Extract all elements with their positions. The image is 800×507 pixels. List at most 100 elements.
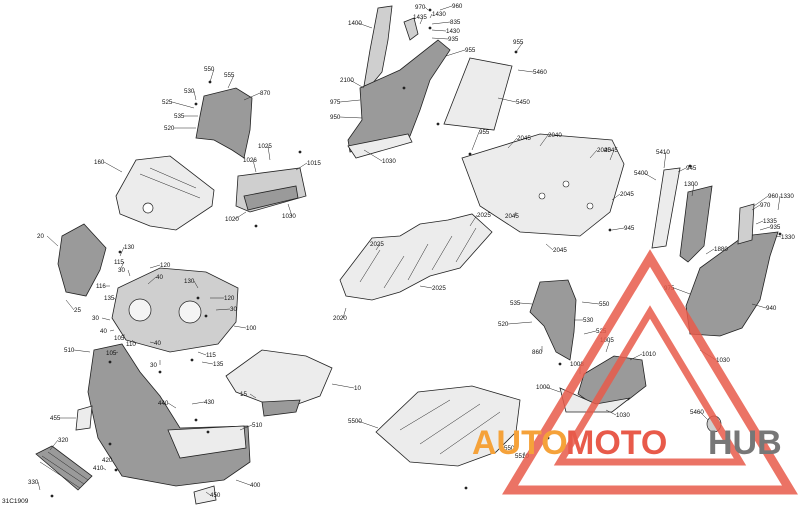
leader-line (431, 21, 451, 25)
leader-line (753, 195, 769, 207)
leader-line (357, 420, 379, 429)
callout-label: 30 (92, 315, 99, 322)
callout-label: 550 (204, 66, 215, 73)
callout-label: 30 (150, 362, 157, 369)
callout-label: 945 (686, 165, 697, 172)
callout-label: 1030 (616, 412, 630, 419)
callout-label: 1015 (307, 160, 321, 167)
leader-line (677, 167, 687, 173)
callout-label: 960 (452, 3, 463, 10)
callout-label: 1330 (781, 234, 795, 241)
callout-label: 525 (162, 99, 173, 106)
callout-label: 100 (246, 325, 257, 332)
leader-line (205, 491, 211, 496)
hood-panel-lip (261, 399, 301, 417)
leader-line (149, 264, 161, 269)
callout-label: 2045 (553, 247, 567, 254)
callout-label: 1435 (413, 14, 427, 21)
callout-label: 520 (164, 125, 175, 132)
leader-line (775, 235, 782, 238)
callout-label: 160 (94, 159, 105, 166)
leader-line (252, 159, 257, 173)
callout-label: 455 (50, 415, 61, 422)
leader-line (515, 41, 524, 53)
panel-5400 (651, 167, 681, 249)
callout-label: 935 (448, 36, 459, 43)
callout-label: 1020 (225, 216, 239, 223)
leader-line (629, 353, 643, 361)
grille-mesh (39, 451, 89, 489)
callout-label: 410 (93, 465, 104, 472)
leader-line (193, 280, 199, 289)
callout-label: 1030 (716, 357, 730, 364)
leader-line (119, 261, 125, 271)
bracket-stack-1020 (243, 185, 299, 211)
callout-label: 1005 (600, 337, 614, 344)
callout-label: 940 (766, 305, 777, 312)
callout-label: 115 (114, 259, 124, 266)
leader-line (243, 92, 261, 101)
callout-label: 5410 (656, 149, 670, 156)
callout-label: 40 (156, 274, 163, 281)
fascia-left-20 (57, 223, 107, 297)
leader-line (514, 211, 517, 217)
callout-label: 530 (583, 317, 594, 324)
callout-label: 530 (184, 88, 195, 95)
leader-line (249, 393, 257, 399)
bracket-group-535 (529, 279, 577, 361)
leader-line (363, 149, 383, 162)
leader-line (267, 145, 271, 161)
leader-line (339, 116, 363, 119)
leader-line (109, 455, 113, 461)
fender-upper-870 (195, 87, 253, 159)
watermark-moto: MOTO (566, 424, 667, 462)
leader-line (167, 402, 177, 409)
callout-label: 1330 (780, 193, 794, 200)
floor-panel-2040 (461, 133, 625, 237)
callout-label: 2100 (340, 77, 354, 84)
callout-label: 5400 (634, 170, 648, 177)
callout-label: 2045 (604, 147, 618, 154)
side-panel-950-trim (347, 133, 413, 159)
leader-line (777, 195, 781, 211)
fasteners (50, 8, 782, 498)
leader-line (445, 49, 466, 57)
callout-label: 20 (37, 233, 44, 240)
leader-line (699, 411, 709, 421)
callout-label: 5460 (690, 409, 704, 416)
callout-label: 860 (532, 349, 543, 356)
callout-label: 550 (599, 301, 610, 308)
leader-line (523, 451, 526, 457)
leader-line (73, 349, 91, 353)
leader-line (349, 79, 365, 89)
leader-line (149, 341, 155, 344)
callout-label: 110 (126, 341, 136, 348)
leader-line (103, 161, 123, 173)
callout-label: 116 (96, 283, 106, 290)
leader-line (201, 361, 214, 365)
leader-line (469, 214, 478, 227)
floor-channel-ribs (359, 227, 477, 289)
callout-label: 510 (252, 422, 263, 429)
leader-line (589, 149, 598, 159)
leader-line (101, 317, 111, 321)
callout-label: 1335 (763, 218, 777, 225)
rear-side-1300 (679, 185, 713, 263)
leader-line (295, 162, 308, 171)
bracket-1435 (403, 17, 419, 41)
callout-label: 1030 (282, 213, 296, 220)
callout-label: 1008 (570, 361, 584, 368)
leader-line (611, 193, 621, 201)
leader-line (424, 6, 429, 11)
callout-label: 25 (74, 307, 81, 314)
watermark-hub: HUB (708, 424, 782, 462)
hood-panel-10 (225, 349, 333, 405)
leader-line (65, 299, 75, 311)
callout-label: 5505 (504, 445, 518, 452)
callout-label: 2045 (597, 147, 611, 154)
callout-label: 5450 (516, 99, 530, 106)
cargo-box-ribs (399, 399, 501, 455)
callout-label: 1000 (536, 384, 550, 391)
callout-label: 1400 (348, 20, 362, 27)
callout-label: 1300 (684, 181, 698, 188)
